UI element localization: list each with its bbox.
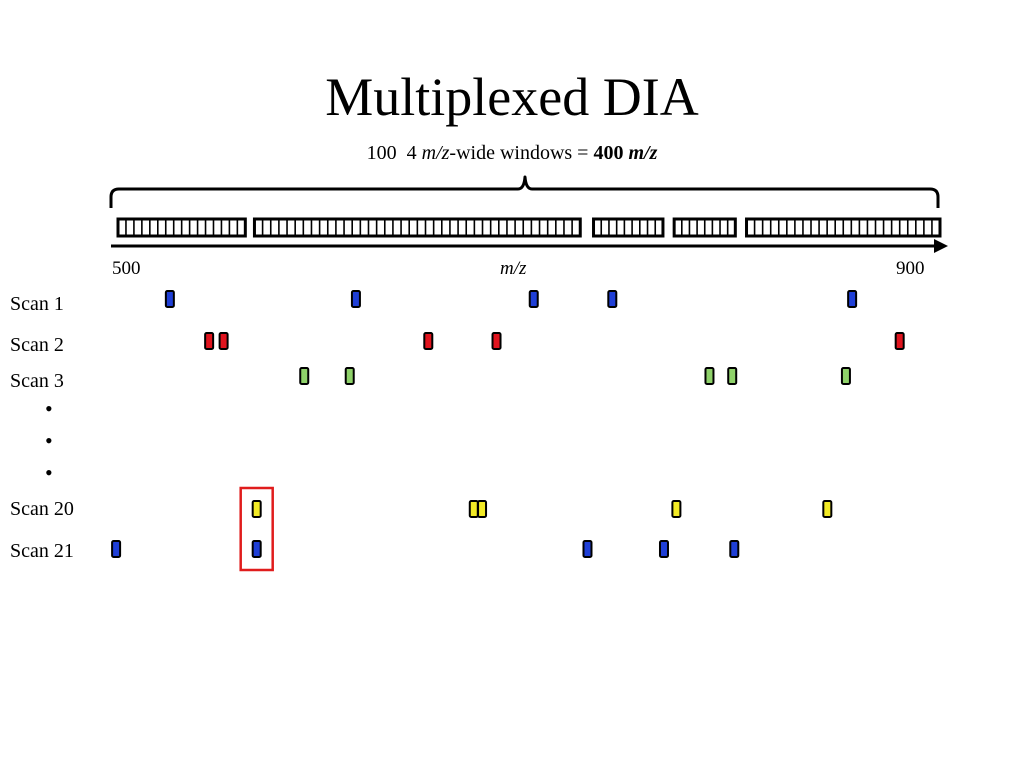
isolation-window-5 (822, 500, 833, 518)
isolation-window-1 (299, 367, 310, 385)
subtitle-middle: -wide windows = (449, 142, 594, 164)
axis-unit-label: m/z (500, 258, 527, 279)
scan-label-3: Scan 3 (10, 370, 64, 392)
window-group-3 (592, 217, 665, 238)
window-group-frame (592, 217, 665, 238)
isolation-window-5 (847, 290, 858, 308)
isolation-window-3 (423, 332, 434, 350)
isolation-window-5 (894, 332, 905, 350)
isolation-window-strip (116, 217, 942, 238)
isolation-window-3 (704, 367, 715, 385)
subtitle-total-value: 400 (593, 142, 624, 164)
scan-windows (111, 290, 905, 558)
isolation-window-2 (344, 367, 355, 385)
axis-max-label: 900 (896, 258, 925, 279)
isolation-window-4 (671, 500, 682, 518)
isolation-window-4 (727, 367, 738, 385)
isolation-window-4 (491, 332, 502, 350)
subtitle-unit: m/z (421, 142, 450, 164)
scan-label-2: Scan 2 (10, 334, 64, 356)
scan-row-5 (111, 540, 740, 558)
isolation-window-2 (218, 332, 229, 350)
isolation-window-3 (582, 540, 593, 558)
scan-row-4 (251, 500, 833, 518)
isolation-window-2 (350, 290, 361, 308)
isolation-window-4 (658, 540, 669, 558)
isolation-window-1 (111, 540, 122, 558)
scan-row-1 (164, 290, 858, 308)
highlight-box (239, 486, 274, 572)
window-group-1 (116, 217, 247, 238)
scan-label-20: Scan 20 (10, 498, 74, 520)
isolation-window-1 (164, 290, 175, 308)
window-group-4 (672, 217, 737, 238)
isolation-window-4 (607, 290, 618, 308)
range-brace (109, 175, 940, 208)
ellipsis-dot-2: • (45, 428, 53, 453)
isolation-window-1 (204, 332, 215, 350)
isolation-window-5 (729, 540, 740, 558)
window-group-2 (252, 217, 582, 238)
isolation-window-1 (251, 500, 262, 518)
axis-min-label: 500 (112, 258, 141, 279)
slide-subtitle: 100 4 m/z-wide windows = 400 m/z (0, 140, 1024, 166)
subtitle-prefix: 100 4 (366, 142, 422, 164)
mz-axis-arrow (111, 239, 948, 253)
isolation-window-3 (477, 500, 488, 518)
isolation-window-5 (840, 367, 851, 385)
window-group-5 (745, 217, 942, 238)
scan-label-1: Scan 1 (10, 293, 64, 315)
scan-row-3 (299, 367, 851, 385)
isolation-window-2 (468, 500, 479, 518)
ellipsis-dot-3: • (45, 460, 53, 485)
isolation-window-3 (528, 290, 539, 308)
scan-label-21: Scan 21 (10, 540, 74, 562)
subtitle-total-unit: m/z (628, 142, 658, 164)
isolation-window-2 (251, 540, 262, 558)
slide-title: Multiplexed DIA (325, 67, 699, 127)
ellipsis-dot-1: • (45, 396, 53, 421)
scan-row-2 (204, 332, 905, 350)
